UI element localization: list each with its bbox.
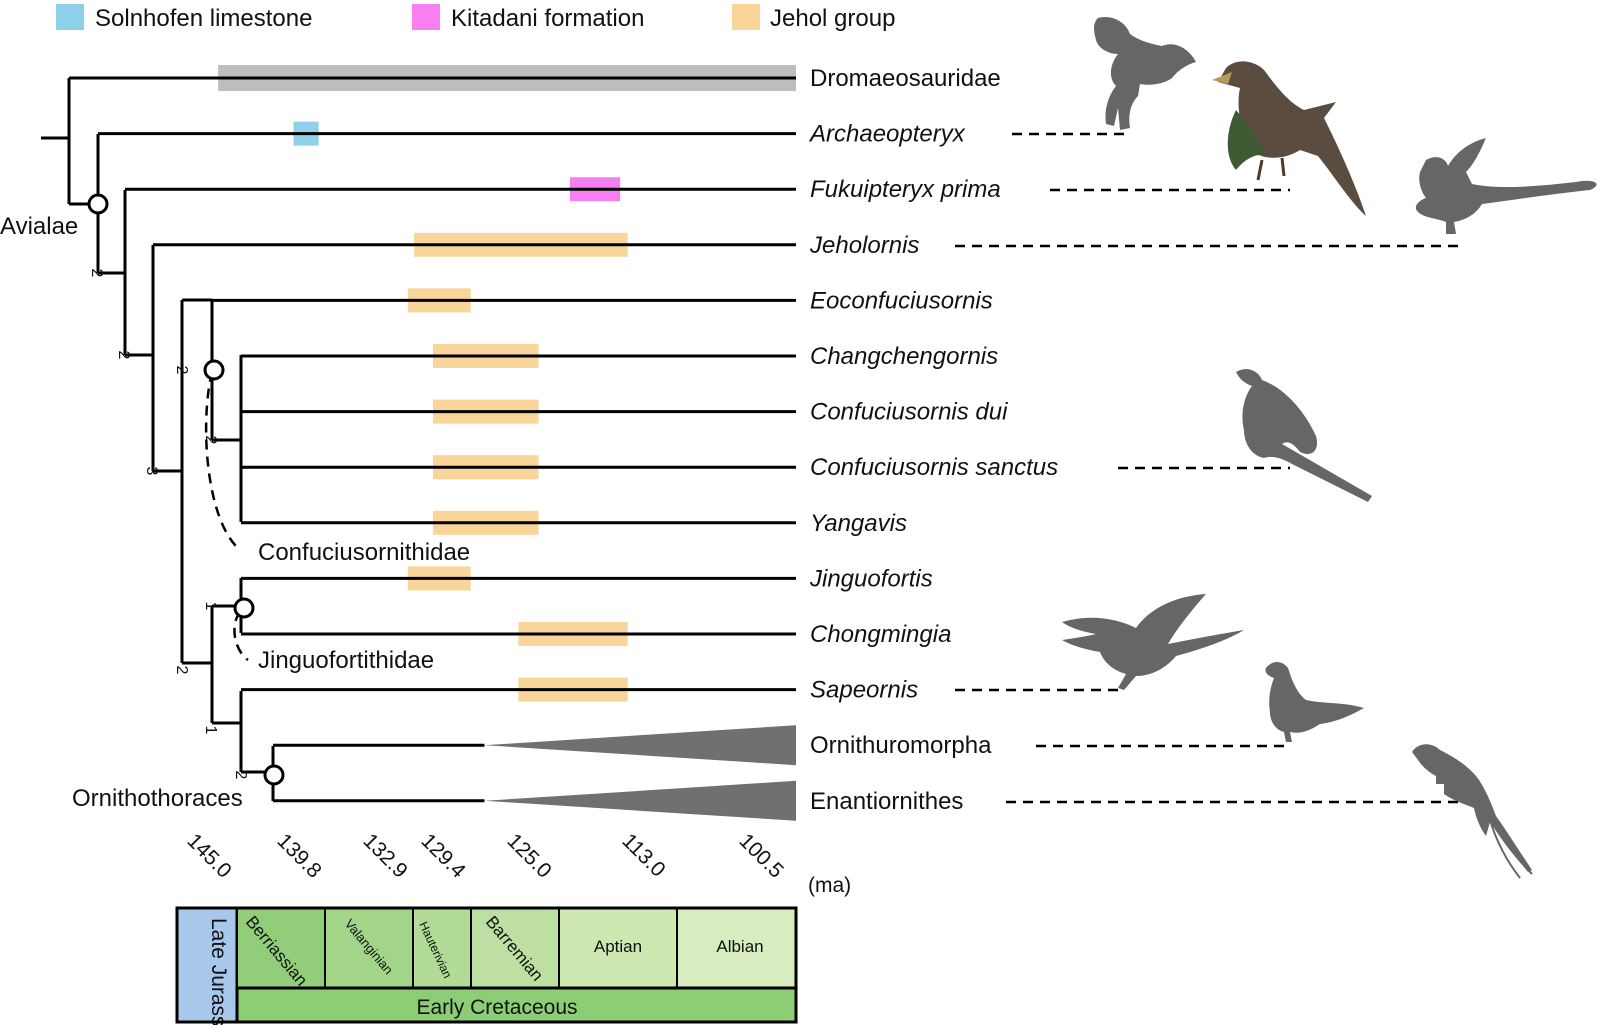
time-tick-label: 129.4 <box>416 829 470 883</box>
time-tick-label: 132.9 <box>358 829 411 882</box>
taxon-label: Jinguofortis <box>809 565 933 592</box>
legend-swatch-kitadani <box>412 4 440 30</box>
time-tick-label: 145.0 <box>182 829 235 882</box>
support-value: 2 <box>115 351 132 360</box>
range-bars <box>218 65 797 821</box>
support-value: 3 <box>143 467 160 476</box>
support-value: 2 <box>232 771 249 780</box>
support-value: 2 <box>202 436 219 445</box>
confuciusornis-silhouette <box>1236 369 1372 502</box>
support-value: 1 <box>202 726 219 735</box>
taxon-label: Jeholornis <box>809 232 919 259</box>
ornithuromorph-silhouette <box>1265 662 1364 742</box>
confuciusornithidae-bracket <box>204 371 241 551</box>
time-tick-label: 100.5 <box>734 829 787 882</box>
sapeornis-silhouette <box>1062 594 1244 690</box>
legend-label-solnhofen: Solnhofen limestone <box>95 5 312 32</box>
time-tick-label: 113.0 <box>617 829 669 881</box>
stage-cell <box>470 907 560 989</box>
time-axis-unit: (ma) <box>808 874 851 897</box>
support-values: 2 2 3 2 2 1 2 1 2 <box>88 269 249 780</box>
clade-label-confuciusornithidae: Confuciusornithidae <box>258 539 470 566</box>
enantiornithine-silhouette <box>1412 744 1533 879</box>
time-axis: 145.0 139.8 132.9 129.4 125.0 113.0 100.… <box>182 829 851 897</box>
epoch-cell <box>235 986 798 1024</box>
legend: Solnhofen limestone Kitadani formation J… <box>56 4 895 32</box>
taxon-label: Chongmingia <box>810 621 951 648</box>
late-jurassic-label: Late Jurassic <box>207 918 230 1025</box>
stage-cell <box>676 907 797 989</box>
taxon-label: Ornithuromorpha <box>810 732 992 759</box>
silhouette-leaders <box>955 132 1460 804</box>
taxa: DromaeosauridaeArchaeopteryxFukuipteryx … <box>98 65 1058 815</box>
legend-label-kitadani: Kitadani formation <box>451 5 644 32</box>
node-circle-confuciusornithiformes <box>203 359 225 381</box>
time-tick-label: 139.8 <box>272 829 325 882</box>
node-circle-jinguofortithidae <box>233 597 255 619</box>
clade-label-ornithothoraces: Ornithothoraces <box>72 785 243 812</box>
node-circle-avialae <box>87 193 109 215</box>
time-tick-label: 125.0 <box>502 829 555 882</box>
taxon-label: Enantiornithes <box>810 788 963 815</box>
taxon-label: Confuciusornis sanctus <box>810 454 1058 481</box>
dromaeosaur-silhouette <box>1094 16 1196 131</box>
clade-label-avialae: Avialae <box>0 213 78 240</box>
stage-label-aptian: Aptian <box>594 937 642 956</box>
clade-wedge <box>484 780 796 821</box>
legend-label-jehol: Jehol group <box>770 5 895 32</box>
geologic-timescale: Late Jurassic Berriassian Valanginian Ha… <box>175 906 798 1025</box>
stage-label-albian: Albian <box>716 937 763 956</box>
fukuipteryx-silhouette <box>1415 138 1597 234</box>
legend-swatch-jehol <box>732 4 760 30</box>
taxon-label: Archaeopteryx <box>808 121 966 148</box>
timescale-frame <box>175 906 798 1024</box>
support-value: 2 <box>88 269 105 278</box>
taxon-label: Eoconfuciusornis <box>810 287 993 314</box>
legend-swatch-solnhofen <box>56 4 84 30</box>
support-value: 2 <box>173 366 190 375</box>
support-value: 1 <box>202 602 219 611</box>
node-circle-ornithothoraces <box>263 764 285 786</box>
tree <box>41 76 285 801</box>
taxon-label: Sapeornis <box>810 677 918 704</box>
clade-label-jinguofortithidae: Jinguofortithidae <box>258 647 434 674</box>
taxon-label: Dromaeosauridae <box>810 65 1001 92</box>
taxon-label: Fukuipteryx prima <box>810 176 1001 203</box>
support-value: 2 <box>173 666 190 675</box>
taxon-label: Changchengornis <box>810 343 998 370</box>
clade-wedge <box>484 725 796 766</box>
taxon-label: Yangavis <box>810 510 907 537</box>
taxon-label: Confuciusornis dui <box>810 399 1008 426</box>
archaeopteryx-reconstruction <box>1212 61 1366 216</box>
epoch-label: Early Cretaceous <box>416 996 577 1019</box>
